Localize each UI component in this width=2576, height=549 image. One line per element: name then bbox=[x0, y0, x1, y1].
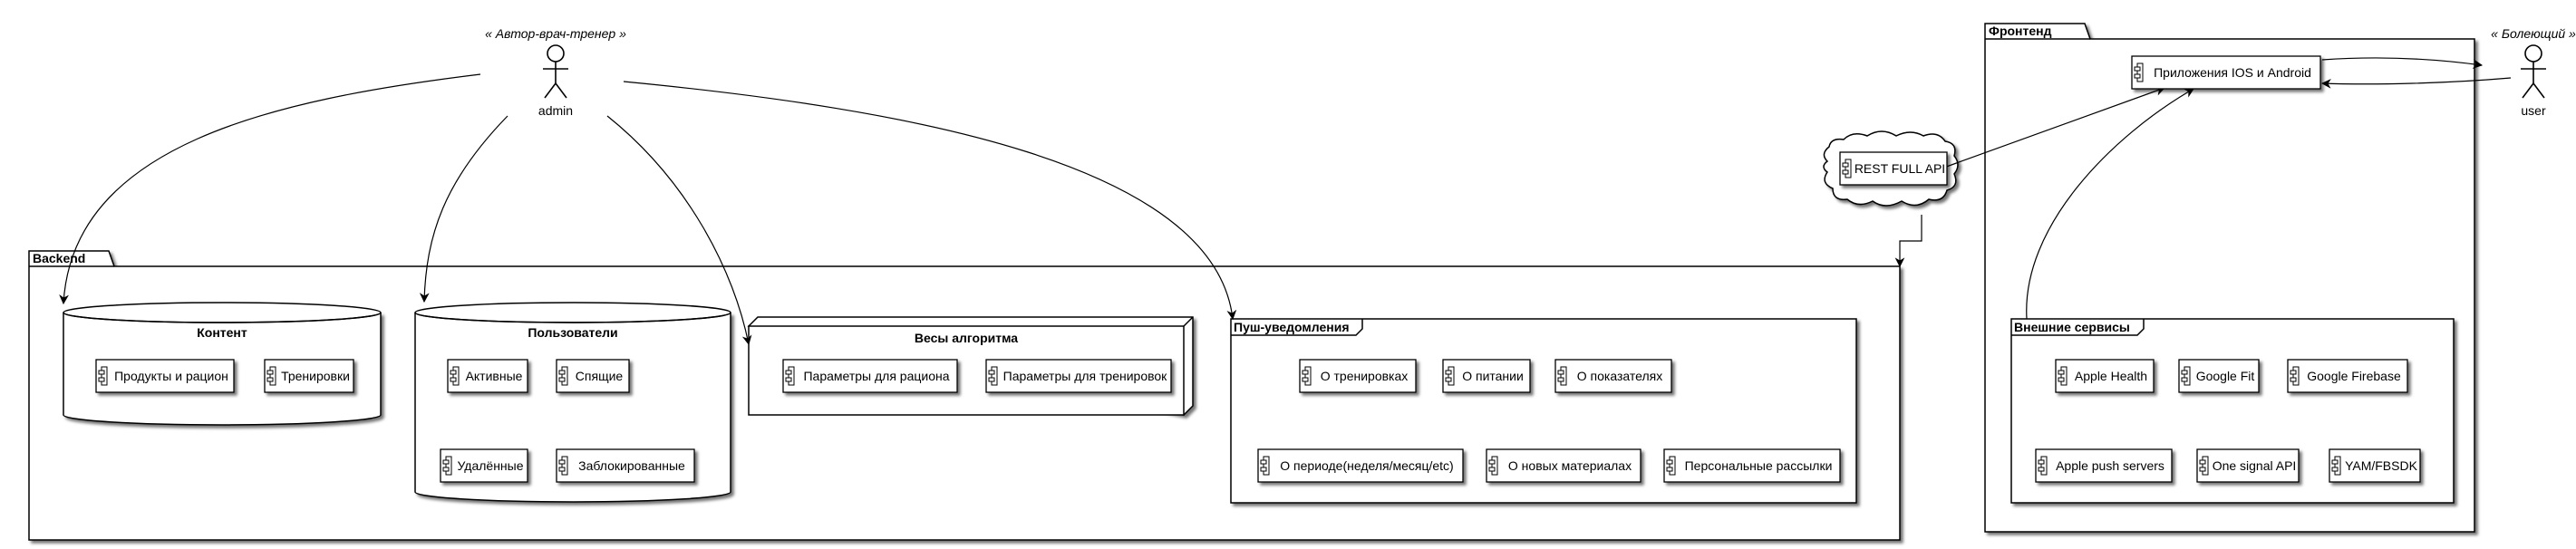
admin-actor-icon bbox=[547, 44, 565, 63]
component-google-fit-label: Google Fit bbox=[2196, 369, 2255, 383]
component-icon bbox=[558, 456, 568, 476]
component-icon bbox=[1557, 366, 1567, 386]
component-google-firebase-label: Google Firebase bbox=[2307, 369, 2401, 383]
external-services-frame-title: Внешние сервисы bbox=[2014, 320, 2130, 334]
component-push-metrics-label: О показателях bbox=[1577, 369, 1662, 383]
component-icon bbox=[2181, 366, 2191, 386]
component-sleeping-label: Спящие bbox=[576, 369, 624, 383]
apps-to-user-arrow bbox=[2321, 57, 2484, 70]
component-icon bbox=[266, 366, 276, 386]
component-icon bbox=[442, 456, 452, 476]
component-push-new-content-label: О новых материалах bbox=[1508, 458, 1632, 473]
component-push-personal: Персональные рассылки bbox=[1663, 448, 1841, 483]
component-push-nutrition: О питании bbox=[1442, 359, 1531, 393]
admin-stereotype: « Автор-врач-тренер » bbox=[485, 26, 626, 41]
component-yam-fbsdk-label: YAM/FBSDK bbox=[2345, 458, 2418, 473]
component-icon bbox=[1488, 456, 1498, 476]
component-diet-params: Параметры для рациона bbox=[782, 359, 958, 393]
component-deleted: Удалённые bbox=[440, 448, 528, 483]
component-icon bbox=[558, 366, 568, 386]
component-icon bbox=[785, 366, 795, 386]
admin-to-users-arrow bbox=[419, 115, 508, 303]
user-to-apps-arrow bbox=[2320, 77, 2512, 89]
component-blocked-label: Заблокированные bbox=[578, 458, 685, 473]
component-push-trainings: О тренировках bbox=[1299, 359, 1417, 393]
component-icon bbox=[1445, 366, 1455, 386]
component-icon bbox=[98, 366, 108, 386]
component-apple-health: Apple Health bbox=[2055, 359, 2155, 393]
component-push-personal-label: Персональные рассылки bbox=[1685, 458, 1833, 473]
user-actor bbox=[2521, 44, 2546, 99]
component-sleeping: Спящие bbox=[556, 359, 630, 393]
component-icon bbox=[1260, 456, 1270, 476]
component-training-params: Параметры для тренировок bbox=[985, 359, 1172, 393]
component-apple-push: Apple push servers bbox=[2035, 448, 2173, 483]
component-icon bbox=[2290, 366, 2300, 386]
admin-label: admin bbox=[538, 103, 573, 118]
content-database-title: Контент bbox=[197, 325, 247, 340]
component-push-metrics: О показателях bbox=[1554, 359, 1672, 393]
user-label: user bbox=[2521, 103, 2546, 118]
component-google-fit: Google Fit bbox=[2178, 359, 2260, 393]
component-yam-fbsdk: YAM/FBSDK bbox=[2329, 448, 2421, 483]
component-icon bbox=[1842, 159, 1852, 178]
component-icon bbox=[2331, 456, 2341, 476]
component-active: Активные bbox=[447, 359, 528, 393]
component-products-label: Продукты и рацион bbox=[114, 369, 228, 383]
component-products: Продукты и рацион bbox=[95, 359, 235, 393]
user-actor-icon bbox=[2524, 44, 2542, 63]
component-icon bbox=[988, 366, 998, 386]
component-push-trainings-label: О тренировках bbox=[1321, 369, 1409, 383]
component-icon bbox=[2199, 456, 2209, 476]
apps-to-api-arrow bbox=[1927, 86, 2166, 175]
users-database-title: Пользователи bbox=[528, 325, 617, 340]
component-training-params-label: Параметры для тренировок bbox=[1003, 369, 1168, 383]
admin-to-weights-arrow bbox=[606, 115, 752, 346]
component-one-signal-label: One signal API bbox=[2213, 458, 2297, 473]
component-push-nutrition-label: О питании bbox=[1462, 369, 1524, 383]
component-push-period-label: О периоде(неделя/месяц/etc) bbox=[1280, 458, 1453, 473]
api-to-backend-arrow bbox=[1894, 215, 1922, 268]
components: Продукты и рацион Тренировки Активные Спящи… bbox=[95, 55, 2421, 483]
push-frame-title: Пуш-уведомления bbox=[1234, 320, 1350, 334]
admin-to-push-arrow bbox=[623, 81, 1237, 321]
component-apple-health-label: Apple Health bbox=[2075, 369, 2147, 383]
component-icon bbox=[450, 366, 460, 386]
component-icon bbox=[2038, 456, 2048, 476]
component-icon bbox=[1302, 366, 1312, 386]
component-apps-label: Приложения IOS и Android bbox=[2154, 65, 2311, 80]
admin-actor bbox=[543, 44, 568, 99]
connections bbox=[59, 57, 2512, 346]
frontend-package-title: Фронтенд bbox=[1989, 24, 2052, 38]
component-deleted-label: Удалённые bbox=[457, 458, 523, 473]
component-trainings-label: Тренировки bbox=[281, 369, 350, 383]
component-icon bbox=[2134, 63, 2144, 82]
component-rest-api-label: REST FULL API bbox=[1855, 161, 1945, 176]
component-trainings: Тренировки bbox=[264, 359, 354, 393]
backend-package-title: Backend bbox=[33, 251, 85, 265]
user-stereotype: « Болеющий » bbox=[2491, 26, 2576, 41]
component-rest-api: REST FULL API bbox=[1839, 151, 1948, 186]
component-apps: Приложения IOS и Android bbox=[2131, 55, 2321, 90]
component-blocked: Заблокированные bbox=[556, 448, 695, 483]
component-active-label: Активные bbox=[466, 369, 523, 383]
component-one-signal: One signal API bbox=[2196, 448, 2300, 483]
component-diet-params-label: Параметры для рациона bbox=[803, 369, 949, 383]
component-icon bbox=[2058, 366, 2068, 386]
external-to-apps-arrow bbox=[2026, 88, 2194, 320]
component-push-period: О периоде(неделя/месяц/etc) bbox=[1257, 448, 1464, 483]
component-google-firebase: Google Firebase bbox=[2287, 359, 2408, 393]
admin-to-content-arrow bbox=[59, 73, 481, 305]
component-apple-push-label: Apple push servers bbox=[2056, 458, 2164, 473]
component-push-new-content: О новых материалах bbox=[1486, 448, 1641, 483]
weights-node-title: Весы алгоритма bbox=[915, 331, 1018, 345]
component-icon bbox=[1666, 456, 1676, 476]
